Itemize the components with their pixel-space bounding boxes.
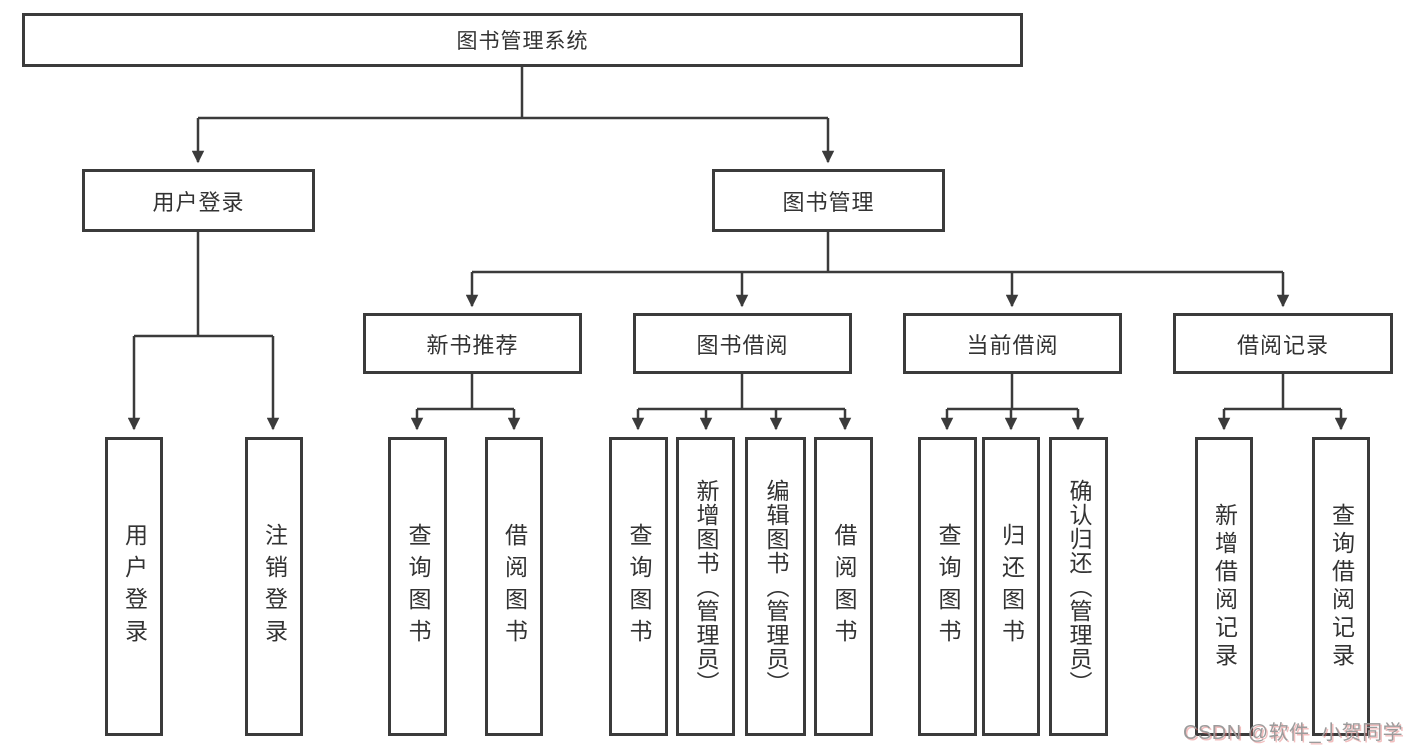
leaf-edit-books-admin: 编辑图书（管理员） xyxy=(745,437,806,736)
leaf-query-books-3-label: 查询图书 xyxy=(935,522,961,651)
node-current-borrow: 当前借阅 xyxy=(903,313,1122,374)
node-borrow-records: 借阅记录 xyxy=(1173,313,1393,374)
leaf-user-login: 用户登录 xyxy=(105,437,163,736)
node-book-management: 图书管理 xyxy=(712,169,945,232)
leaf-add-borrow-record-label: 新增借阅记录 xyxy=(1211,502,1238,671)
leaf-add-books-admin: 新增图书（管理员） xyxy=(676,437,735,736)
leaf-query-borrow-record: 查询借阅记录 xyxy=(1312,437,1370,736)
leaf-query-borrow-record-label: 查询借阅记录 xyxy=(1328,502,1355,671)
leaf-borrow-books-1: 借阅图书 xyxy=(485,437,543,736)
leaf-return-books: 归还图书 xyxy=(982,437,1040,736)
node-book-borrow: 图书借阅 xyxy=(633,313,852,374)
leaf-borrow-books-2: 借阅图书 xyxy=(814,437,873,736)
node-library-system: 图书管理系统 xyxy=(22,13,1023,67)
leaf-confirm-return-admin: 确认归还（管理员） xyxy=(1049,437,1108,736)
leaf-query-books-2-label: 查询图书 xyxy=(626,522,652,651)
node-new-book-recommend: 新书推荐 xyxy=(363,313,582,374)
leaf-query-books-3: 查询图书 xyxy=(918,437,977,736)
leaf-add-books-admin-label: 新增图书（管理员） xyxy=(693,478,719,695)
leaf-borrow-books-2-label: 借阅图书 xyxy=(831,522,857,651)
leaf-return-books-label: 归还图书 xyxy=(998,522,1025,651)
leaf-confirm-return-admin-label: 确认归还（管理员） xyxy=(1066,478,1092,695)
leaf-borrow-books-1-label: 借阅图书 xyxy=(501,522,528,651)
leaf-query-books-1-label: 查询图书 xyxy=(405,522,431,651)
leaf-logout: 注销登录 xyxy=(245,437,303,736)
node-user-login: 用户登录 xyxy=(82,169,315,232)
leaf-add-borrow-record: 新增借阅记录 xyxy=(1195,437,1253,736)
leaf-user-login-label: 用户登录 xyxy=(121,522,148,651)
leaf-edit-books-admin-label: 编辑图书（管理员） xyxy=(763,478,789,695)
leaf-logout-label: 注销登录 xyxy=(261,522,288,651)
leaf-query-books-2: 查询图书 xyxy=(609,437,668,736)
csdn-watermark: CSDN @软件_小贺同学 xyxy=(1183,722,1404,744)
leaf-query-books-1: 查询图书 xyxy=(388,437,447,736)
